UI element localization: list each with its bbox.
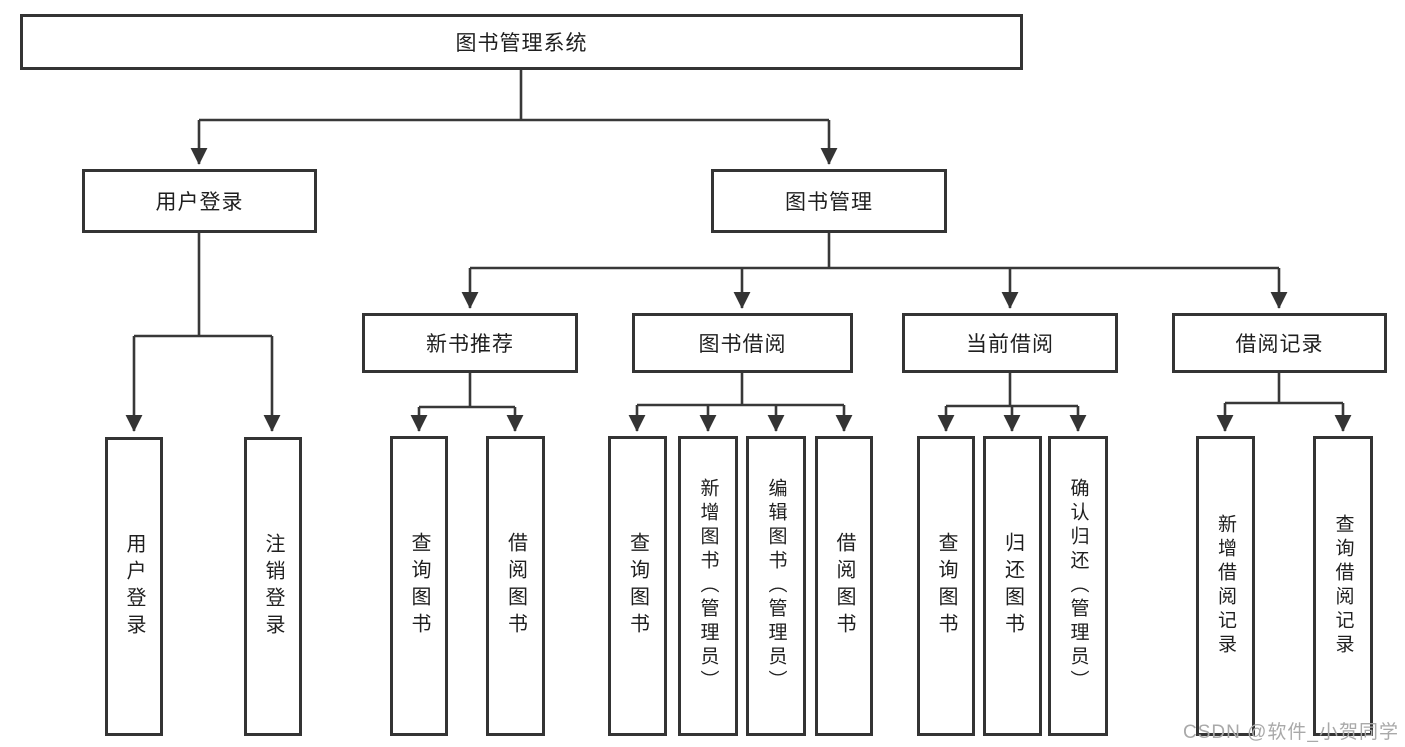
csdn-watermark: CSDN @软件_小贺同学 xyxy=(1183,722,1399,743)
leaf-add-borrow-record: 新增借阅记录 xyxy=(1196,436,1255,736)
leaf-user-login-label: 用户登录 xyxy=(123,532,145,641)
leaf-add-book-admin: 新增图书（管理员） xyxy=(678,436,738,736)
leaf-borrow-query-book-label: 查询图书 xyxy=(626,532,649,640)
leaf-borrow-book-label: 借阅图书 xyxy=(833,532,855,640)
node-book-management-label: 图书管理 xyxy=(785,191,873,214)
node-new-book-recommend-label: 新书推荐 xyxy=(426,333,514,356)
node-book-borrow: 图书借阅 xyxy=(632,313,853,373)
node-new-book-recommend: 新书推荐 xyxy=(362,313,578,373)
leaf-confirm-return-admin-label: 确认归还（管理员） xyxy=(1067,478,1089,694)
leaf-user-login: 用户登录 xyxy=(105,437,163,736)
leaf-newbook-query-book: 查询图书 xyxy=(390,436,448,736)
leaf-return-book-label: 归还图书 xyxy=(1001,532,1024,640)
leaf-current-query-book-label: 查询图书 xyxy=(935,532,957,640)
node-root-label: 图书管理系统 xyxy=(455,32,588,55)
node-book-management: 图书管理 xyxy=(711,169,947,233)
leaf-edit-book-admin-label: 编辑图书（管理员） xyxy=(765,478,787,694)
node-book-borrow-label: 图书借阅 xyxy=(698,333,787,356)
leaf-newbook-borrow-book: 借阅图书 xyxy=(486,436,545,736)
leaf-logout-login: 注销登录 xyxy=(244,437,302,736)
leaf-newbook-query-book-label: 查询图书 xyxy=(408,532,430,640)
leaf-current-query-book: 查询图书 xyxy=(917,436,975,736)
leaf-borrow-query-book: 查询图书 xyxy=(608,436,667,736)
node-user-login-label: 用户登录 xyxy=(155,191,244,214)
leaf-add-book-admin-label: 新增图书（管理员） xyxy=(697,478,719,694)
leaf-query-borrow-record: 查询借阅记录 xyxy=(1313,436,1373,736)
leaf-add-borrow-record-label: 新增借阅记录 xyxy=(1215,514,1236,658)
node-borrow-record: 借阅记录 xyxy=(1172,313,1387,373)
node-borrow-record-label: 借阅记录 xyxy=(1235,333,1324,356)
leaf-borrow-book: 借阅图书 xyxy=(815,436,873,736)
node-current-borrow: 当前借阅 xyxy=(902,313,1118,373)
leaf-query-borrow-record-label: 查询借阅记录 xyxy=(1332,514,1354,658)
node-current-borrow-label: 当前借阅 xyxy=(966,333,1054,356)
node-user-login: 用户登录 xyxy=(82,169,317,233)
node-root: 图书管理系统 xyxy=(20,14,1023,70)
leaf-return-book: 归还图书 xyxy=(983,436,1042,736)
leaf-logout-login-label: 注销登录 xyxy=(262,532,284,641)
leaf-edit-book-admin: 编辑图书（管理员） xyxy=(746,436,806,736)
leaf-newbook-borrow-book-label: 借阅图书 xyxy=(504,532,527,640)
leaf-confirm-return-admin: 确认归还（管理员） xyxy=(1048,436,1108,736)
